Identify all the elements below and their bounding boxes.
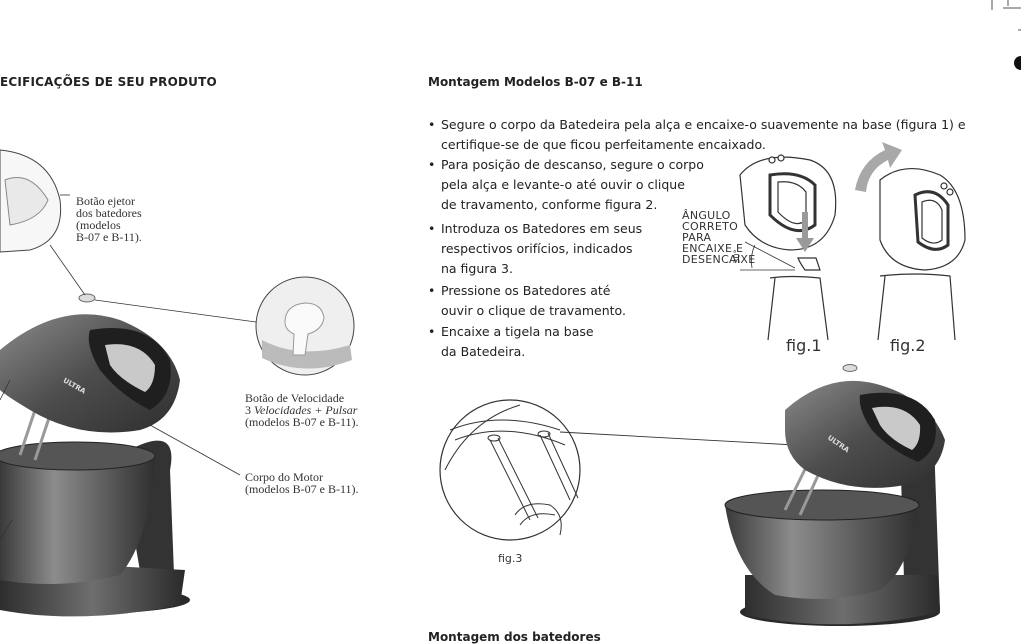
bullet-dot: • [428, 157, 436, 172]
callout-line: (modelos B-07 e B-11). [245, 482, 359, 496]
callout-line: (modelos B-07 e B-11). [245, 415, 359, 429]
bullet-line: na figura 3. [441, 261, 513, 276]
section-heading-beaters: Montagem dos batedores [428, 630, 601, 644]
callout-ejector-button: Botão ejetor dos batedores (modelos B-07… [76, 195, 142, 243]
callout-line: 3 Velocidades + Pulsar [245, 403, 358, 417]
angle-label: ÂNGULO CORRETO PARA ENCAIXE E DESENCAIXE [682, 210, 756, 265]
bullet-line: Pressione os Batedores até [441, 283, 611, 298]
bullet-item: • Encaixe a tigela na base da Batedeira. [428, 322, 594, 362]
bullet-dot: • [428, 283, 436, 298]
callout-line: Corpo do Motor [245, 470, 323, 484]
angle-value: 30° [732, 249, 742, 264]
crop-marks [991, 0, 1021, 31]
bullet-line: Segure o corpo da Batedeira pela alça e … [441, 117, 966, 132]
callout-line: dos batedores [76, 206, 142, 220]
angle-label-line: CORRETO [682, 220, 739, 233]
angle-label-line: ENCAIXE E [682, 242, 744, 255]
fig3-illustration [439, 399, 796, 541]
callout-line: B-07 e B-11). [76, 230, 142, 244]
registration-mark [1014, 56, 1021, 70]
bullet-dot: • [428, 324, 436, 339]
section-heading-assembly: Montagem Modelos B-07 e B-11 [428, 75, 643, 89]
bullet-dot: • [428, 221, 436, 236]
bullet-item: • Para posição de descanso, segure o cor… [428, 155, 704, 215]
fig1-down-arrow [796, 212, 814, 252]
angle-label-line: PARA [682, 231, 712, 244]
bullet-item: • Pressione os Batedores até ouvir o cli… [428, 281, 626, 321]
bullet-line: ouvir o clique de travamento. [441, 303, 626, 318]
fig1-caption: fig.1 [786, 336, 822, 355]
callout-speed-button: Botão de Velocidade 3 Velocidades + Puls… [245, 392, 359, 428]
bullet-line: Para posição de descanso, segure o corpo [441, 157, 704, 172]
angle-label-line: ÂNGULO [682, 209, 731, 222]
fig2-illustration [877, 167, 966, 341]
bullet-line: da Batedeira. [441, 344, 526, 359]
fig3-caption: fig.3 [498, 552, 523, 565]
bullet-item: • Introduza os Batedores em seus respect… [428, 219, 642, 279]
left-mixer-illustration [0, 149, 355, 617]
callout-line: (modelos [76, 218, 121, 232]
bullet-line: de travamento, conforme figura 2. [441, 197, 658, 212]
angle-label-line: DESENCAIXE [682, 253, 756, 266]
bullet-line: pela alça e levante-o até ouvir o clique [441, 177, 685, 192]
bullet-line: Encaixe a tigela na base [441, 324, 594, 339]
right-mixer-illustration [724, 364, 945, 626]
bullet-line: respectivos orifícios, indicados [441, 241, 633, 256]
fig2-caption: fig.2 [890, 336, 926, 355]
section-heading-specs: ECIFICAÇÕES DE SEU PRODUTO [0, 75, 217, 89]
callout-line: Botão de Velocidade [245, 391, 345, 405]
callout-motor-body: Corpo do Motor (modelos B-07 e B-11). [245, 471, 359, 495]
bullet-item: • Segure o corpo da Batedeira pela alça … [428, 115, 988, 155]
bullet-line: Introduza os Batedores em seus [441, 221, 643, 236]
fig2-rotate-arrow [855, 142, 902, 192]
callout-line: Botão ejetor [76, 194, 135, 208]
bullet-line: certifique-se de que ficou perfeitamente… [441, 137, 766, 152]
bullet-dot: • [428, 117, 436, 132]
